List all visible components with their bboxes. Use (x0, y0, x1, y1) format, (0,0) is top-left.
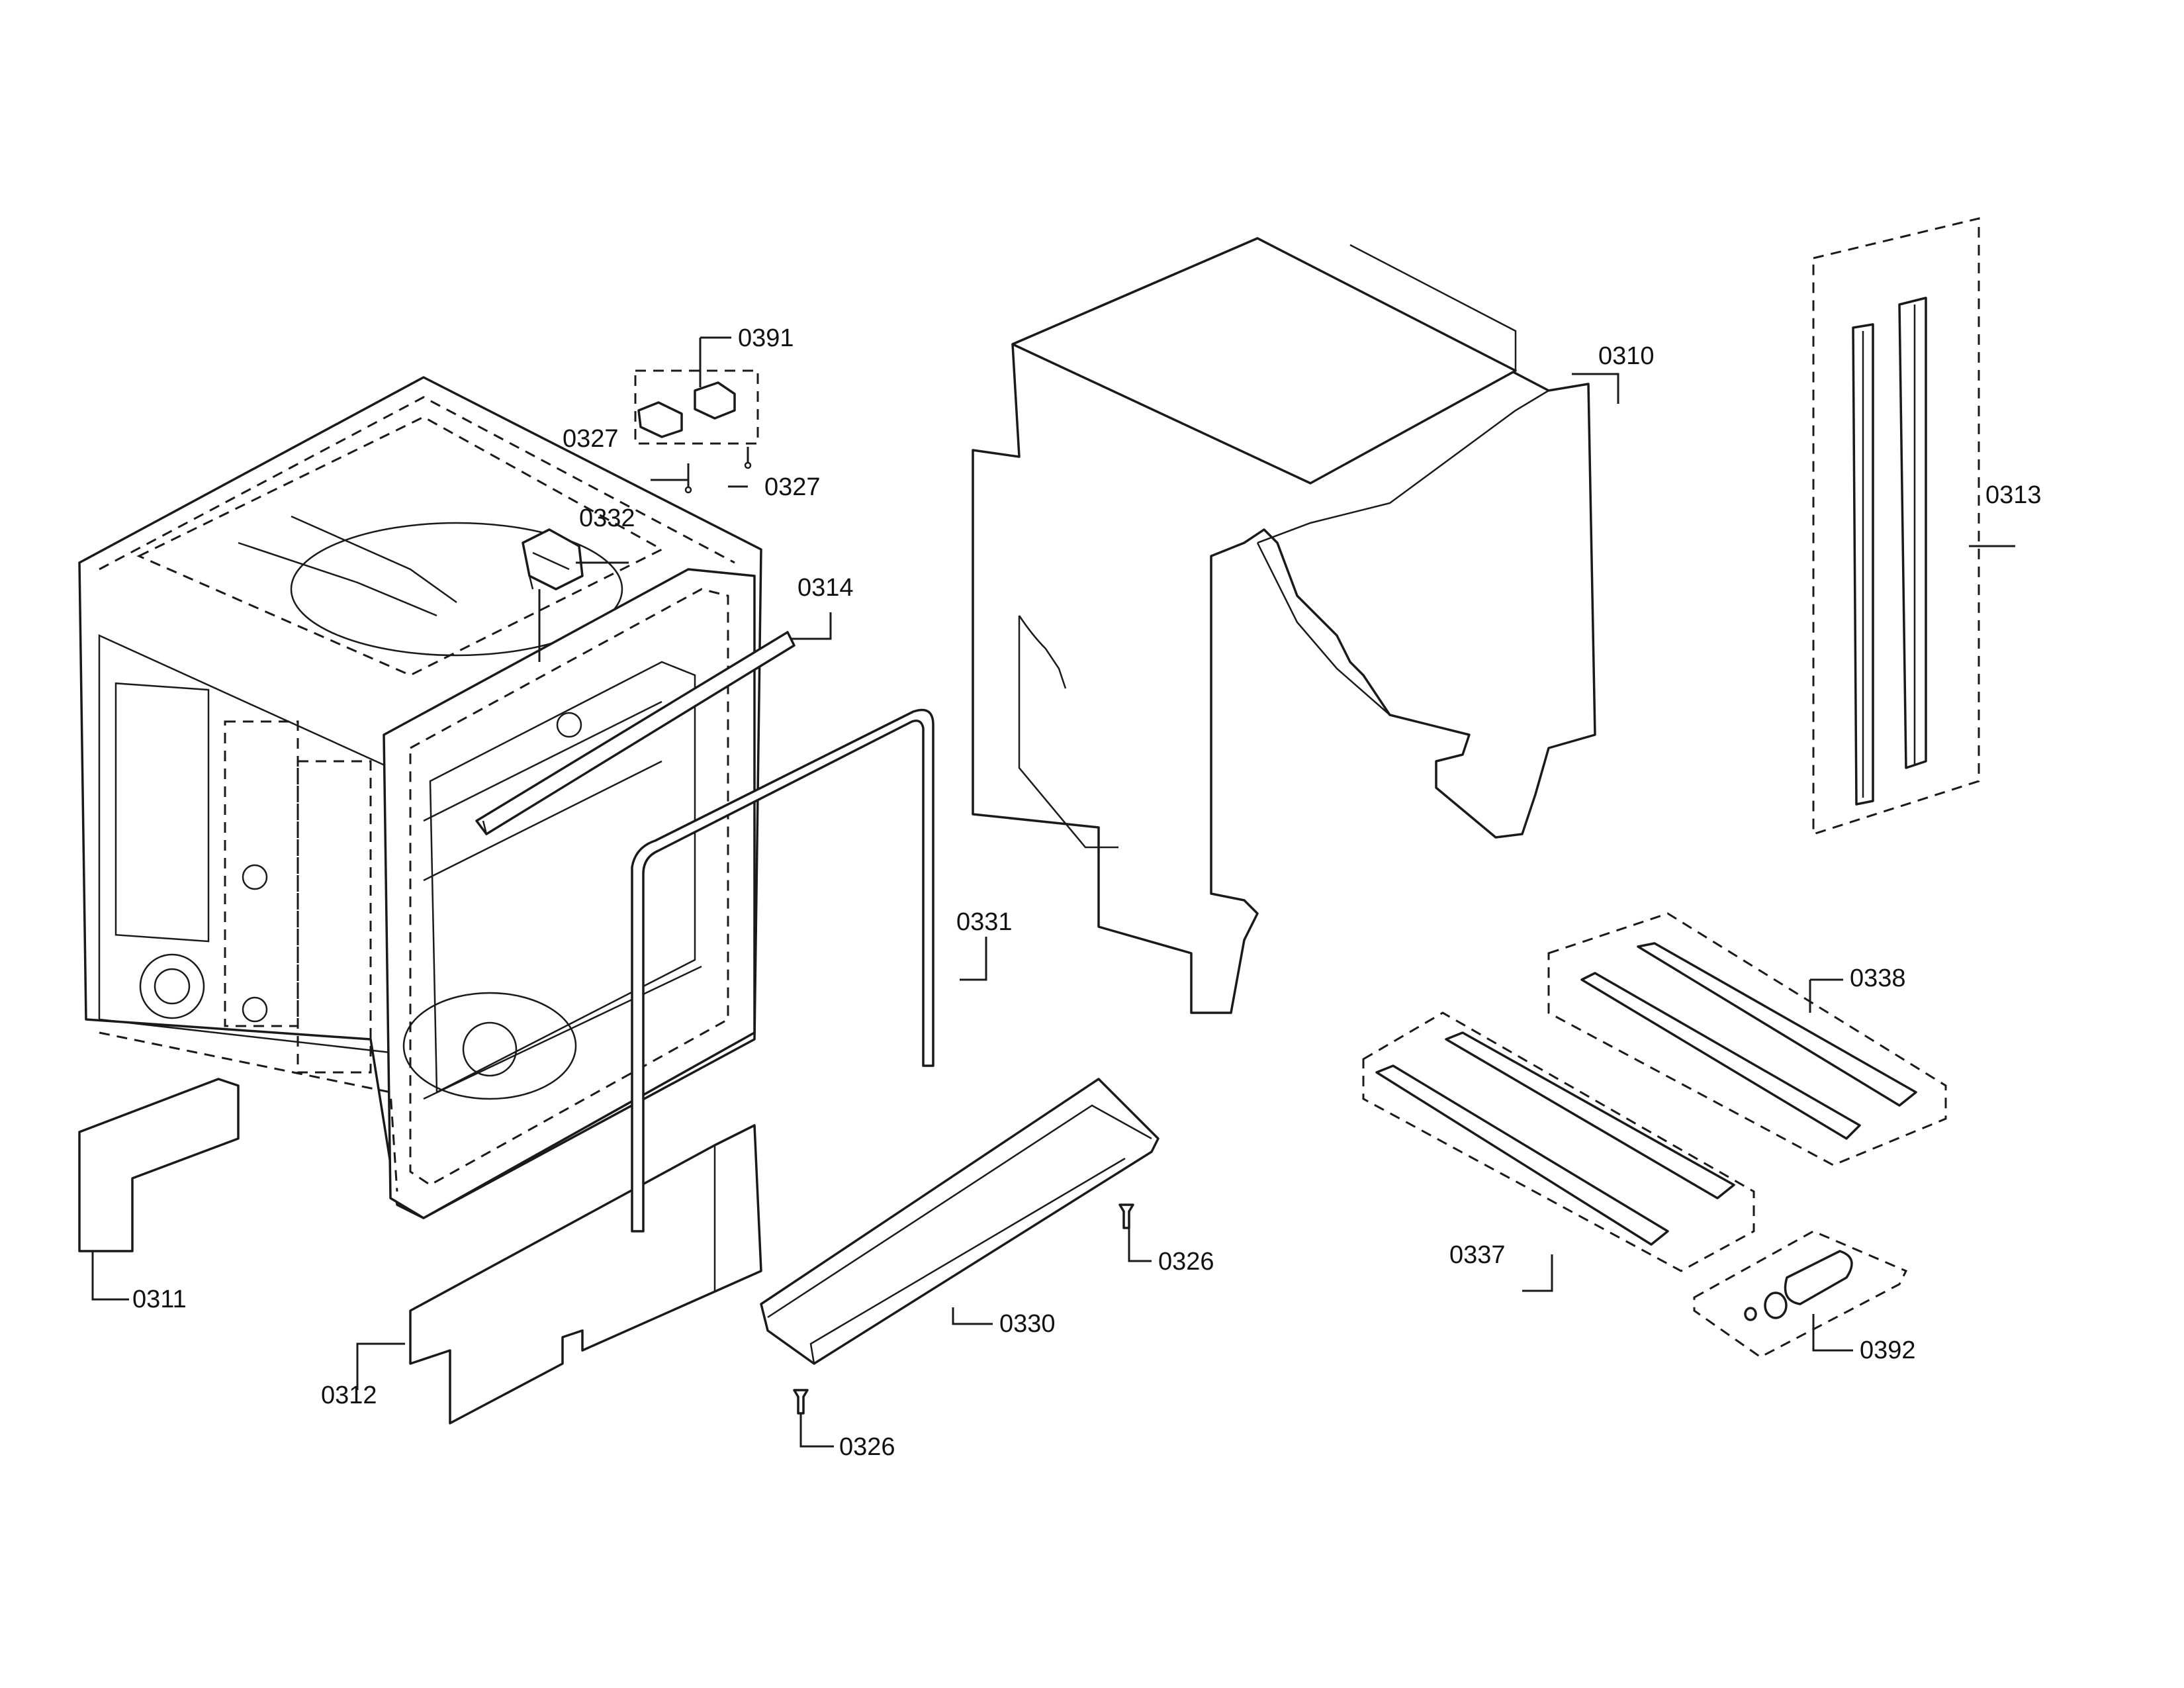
part-0337-rail-pair (1362, 1011, 1755, 1272)
screw-lower (793, 1389, 809, 1415)
callout-0312: 0312 (321, 1382, 377, 1409)
part-0391-hinge-kit (634, 338, 759, 494)
part-0312-insulation (409, 1124, 762, 1425)
callout-0327-right: 0327 (764, 473, 821, 501)
part-0392-connector-kit (1693, 1230, 1908, 1358)
leader-lines (91, 336, 2015, 1448)
callout-0338: 0338 (1850, 964, 1906, 992)
part-0330-channel (760, 1078, 1160, 1365)
part-0311-insulation (78, 1078, 240, 1252)
callout-0326-upper: 0326 (1158, 1248, 1214, 1276)
callout-0326-lower: 0326 (839, 1433, 895, 1461)
callout-0391: 0391 (738, 324, 794, 352)
callout-0330: 0330 (999, 1310, 1056, 1338)
callout-0337: 0337 (1449, 1241, 1506, 1269)
tub-assembly (78, 376, 762, 1219)
part-0313-side-rails (1812, 217, 1980, 836)
part-0331-door-seal (631, 708, 934, 1233)
screw-upper (1118, 1203, 1134, 1229)
part-0338-rail-pair (1547, 912, 1947, 1166)
part-0310-insulation-wrap (972, 237, 1596, 1014)
part-0332-bracket (522, 528, 584, 662)
callout-0310: 0310 (1598, 342, 1655, 370)
callout-0327-left: 0327 (563, 425, 619, 453)
callout-0314: 0314 (797, 574, 854, 602)
callout-0332: 0332 (579, 504, 635, 532)
callout-0331: 0331 (956, 908, 1013, 936)
callout-0311: 0311 (132, 1286, 187, 1313)
callout-0392: 0392 (1860, 1336, 1916, 1364)
callout-labels: 0310 0311 0312 0313 0314 0326 0326 0327 … (132, 324, 2042, 1461)
callout-0313: 0313 (1985, 481, 2042, 509)
part-0314-strip (475, 631, 796, 835)
